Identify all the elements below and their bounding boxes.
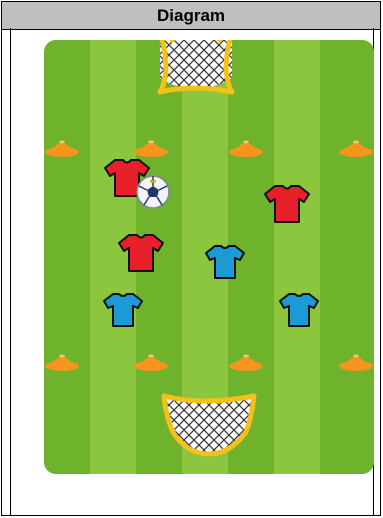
pitch-svg: [44, 40, 374, 474]
header-title: Diagram: [157, 6, 225, 26]
cell-border-left: [10, 28, 11, 515]
table-header: Diagram: [2, 2, 380, 30]
soccer-ball-icon: [137, 176, 169, 208]
pitch-diagram: [44, 40, 374, 474]
